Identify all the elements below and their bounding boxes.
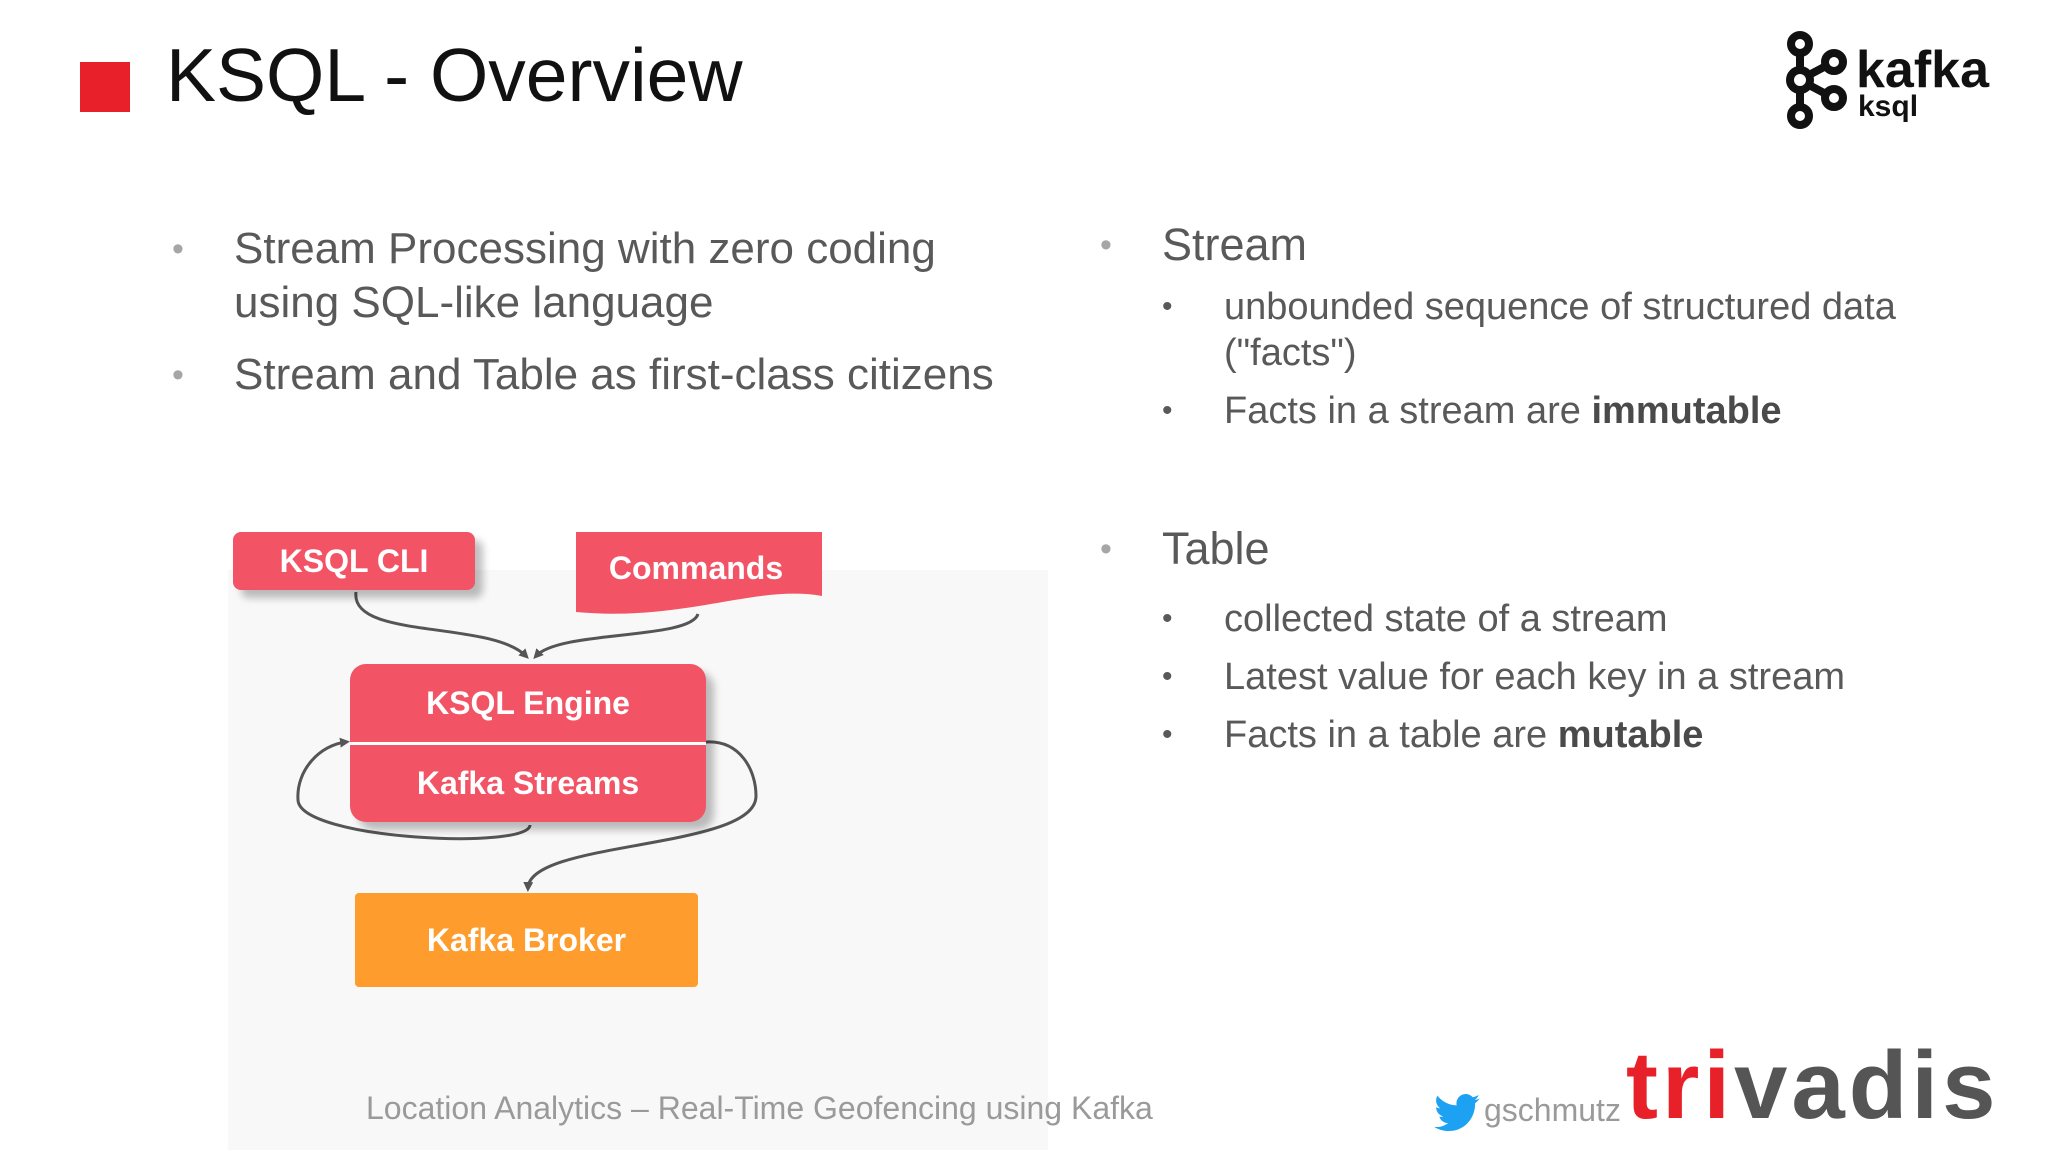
- bullet-dot: •: [1162, 718, 1173, 751]
- ksql-cli-label: KSQL CLI: [279, 542, 429, 579]
- stream-heading: • Stream: [1100, 218, 1307, 272]
- table-item: • Latest value for each key in a stream: [1162, 654, 1982, 700]
- stream-list: • unbounded sequence of structured data …: [1162, 284, 1982, 446]
- kafka-logo-icon: [1786, 31, 1847, 129]
- table-item-text: Latest value for each key in a stream: [1224, 656, 1845, 698]
- bullet-text: Stream and Table as first-class citizens: [234, 350, 994, 399]
- bullet-dot: •: [1162, 394, 1173, 427]
- footer-text: Location Analytics – Real-Time Geofencin…: [366, 1090, 1153, 1126]
- title-marker: [80, 62, 130, 112]
- table-item: • Facts in a table are mutable: [1162, 712, 1982, 758]
- stream-item: • unbounded sequence of structured data …: [1162, 284, 1982, 376]
- bullet-dot: •: [1162, 290, 1173, 323]
- stream-item: • Facts in a stream are immutable: [1162, 388, 1982, 434]
- ksql-engine-group: KSQL Engine Kafka Streams: [350, 664, 706, 822]
- kafka-streams-box: Kafka Streams: [350, 745, 706, 822]
- trivadis-logo-suffix: vadis: [1734, 1032, 2000, 1139]
- bullet-item: • Stream and Table as first-class citize…: [172, 348, 1032, 402]
- bullet-item: • Stream Processing with zero coding usi…: [172, 222, 1032, 330]
- twitter-handle: gschmutz: [1484, 1092, 1621, 1128]
- table-item-text: collected state of a stream: [1224, 598, 1668, 640]
- ksql-engine-box: KSQL Engine: [350, 664, 706, 742]
- bullet-dot: •: [1100, 226, 1112, 264]
- kafka-streams-label: Kafka Streams: [416, 765, 640, 801]
- trivadis-logo-prefix: tri: [1626, 1032, 1734, 1139]
- ksql-engine-label: KSQL Engine: [426, 684, 630, 721]
- kafka-ksql-logo: kafka ksql: [1786, 30, 1989, 130]
- commands-box: Commands: [576, 532, 822, 618]
- table-item-text: Facts in a table are: [1224, 714, 1558, 756]
- ksql-cli-box: KSQL CLI: [233, 532, 475, 590]
- stream-item-text: Facts in a stream are: [1224, 390, 1592, 432]
- kafka-broker-label: Kafka Broker: [426, 921, 627, 958]
- stream-heading-text: Stream: [1162, 219, 1308, 270]
- table-list: • collected state of a stream • Latest v…: [1162, 596, 1982, 770]
- slide-title: KSQL - Overview: [166, 33, 743, 117]
- diagram-background: [228, 570, 1048, 1150]
- ksql-logo-text: ksql: [1858, 90, 1919, 123]
- stream-item-bold: immutable: [1591, 390, 1782, 432]
- bullet-dot: •: [172, 356, 184, 394]
- bullet-dot: •: [1100, 530, 1112, 568]
- kafka-broker-box: Kafka Broker: [355, 893, 698, 987]
- left-bullet-list: • Stream Processing with zero coding usi…: [172, 222, 1032, 420]
- trivadis-logo: trivadis: [1626, 1038, 1999, 1134]
- commands-label: Commands: [608, 550, 784, 586]
- bullet-dot: •: [172, 230, 184, 268]
- kafka-logo-text: kafka: [1856, 41, 1989, 99]
- bullet-dot: •: [1162, 660, 1173, 693]
- table-item-bold: mutable: [1557, 714, 1704, 756]
- table-item: • collected state of a stream: [1162, 596, 1982, 642]
- stream-item-text: unbounded sequence of structured data ("…: [1224, 286, 1896, 374]
- engine-divider: [350, 742, 706, 745]
- table-heading: • Table: [1100, 522, 1270, 576]
- bullet-dot: •: [1162, 602, 1173, 635]
- table-heading-text: Table: [1162, 523, 1270, 574]
- twitter-bird-icon: [1434, 1094, 1480, 1132]
- document-shape-icon: [576, 532, 822, 614]
- bullet-text: Stream Processing with zero coding using…: [234, 224, 936, 327]
